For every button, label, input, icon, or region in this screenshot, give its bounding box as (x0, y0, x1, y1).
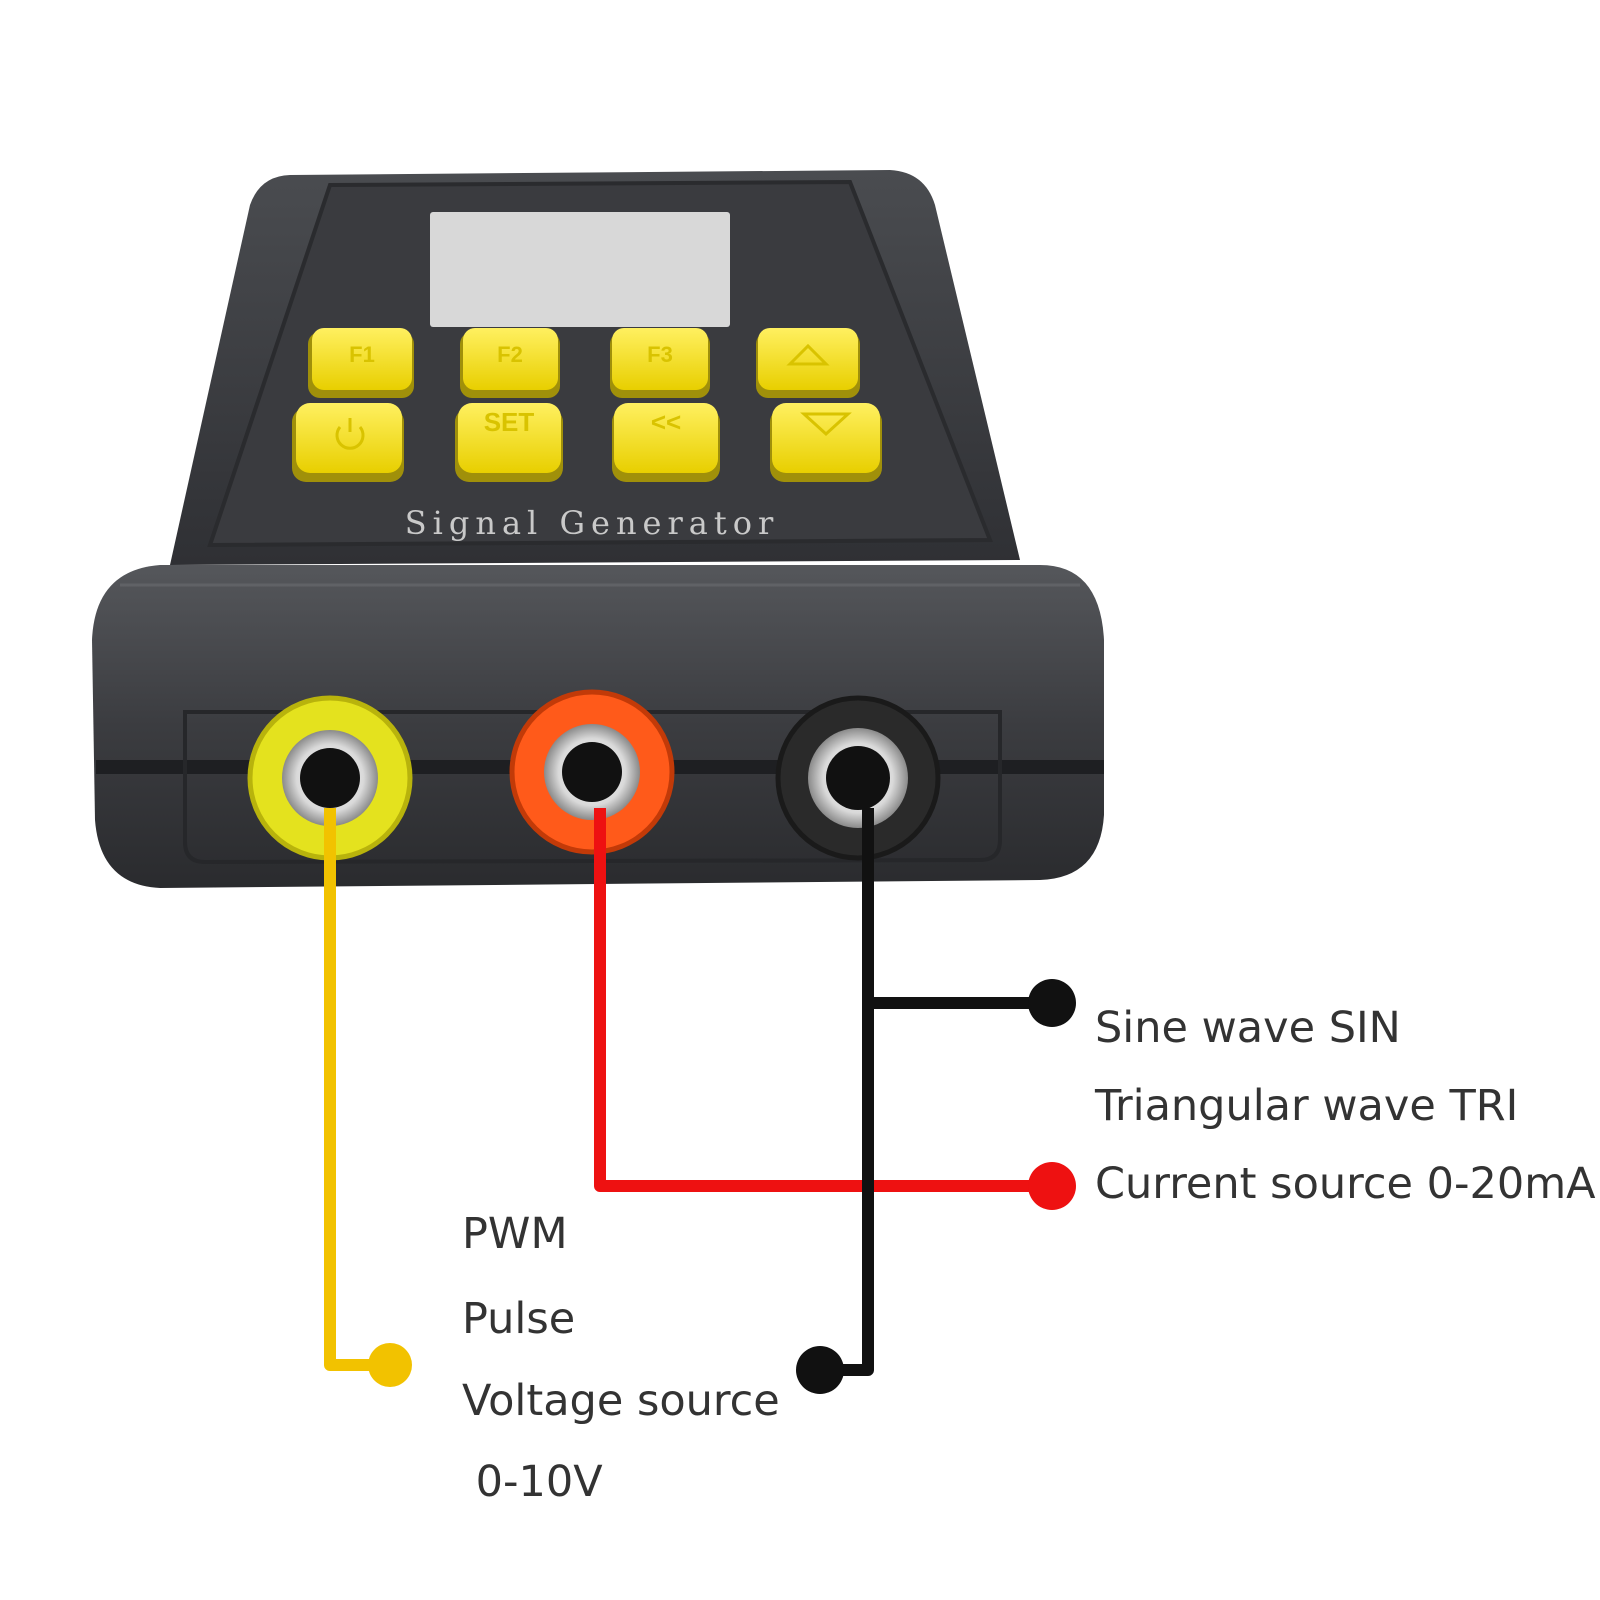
triangle-down-icon (800, 412, 852, 437)
lcd-screen (430, 212, 730, 327)
wire-black (796, 808, 1076, 1394)
key-f1[interactable]: F1 (308, 328, 414, 398)
key-power[interactable] (292, 403, 404, 482)
jack-left[interactable] (247, 695, 413, 861)
wire-red (594, 808, 1076, 1210)
black-bottom-dot (796, 1346, 844, 1394)
jack-middle[interactable] (509, 689, 675, 855)
black-top-dot (1028, 979, 1076, 1027)
yellow-dot (368, 1343, 412, 1387)
callout-voltage-range: 0-10V (462, 1457, 603, 1507)
jack-right[interactable] (775, 695, 941, 861)
key-f2-label: F2 (497, 342, 523, 367)
key-back[interactable]: << (612, 403, 720, 482)
callout-pulse: Pulse (462, 1294, 575, 1344)
wire-yellow (324, 808, 412, 1387)
keypad: F1 F2 F3 SET (292, 328, 882, 482)
callout-current-source: Current source 0-20mA (1095, 1159, 1596, 1209)
key-set-label: SET (484, 407, 535, 437)
red-dot (1028, 1162, 1076, 1210)
key-f3[interactable]: F3 (610, 328, 710, 398)
key-down[interactable] (770, 403, 882, 482)
key-back-label: << (651, 407, 681, 437)
key-f2[interactable]: F2 (460, 328, 560, 398)
key-up[interactable] (756, 328, 860, 398)
key-f3-label: F3 (647, 342, 673, 367)
callout-triangular-wave: Triangular wave TRI (1094, 1081, 1518, 1131)
key-f1-label: F1 (349, 342, 375, 367)
callout-voltage-source: Voltage source (462, 1376, 780, 1426)
power-icon (335, 418, 365, 450)
triangle-up-icon (786, 343, 830, 366)
brand-label: Signal Generator (405, 504, 780, 542)
callout-sine-wave: Sine wave SIN (1095, 1003, 1401, 1053)
callout-pwm: PWM (462, 1209, 568, 1259)
key-set[interactable]: SET (455, 403, 563, 482)
